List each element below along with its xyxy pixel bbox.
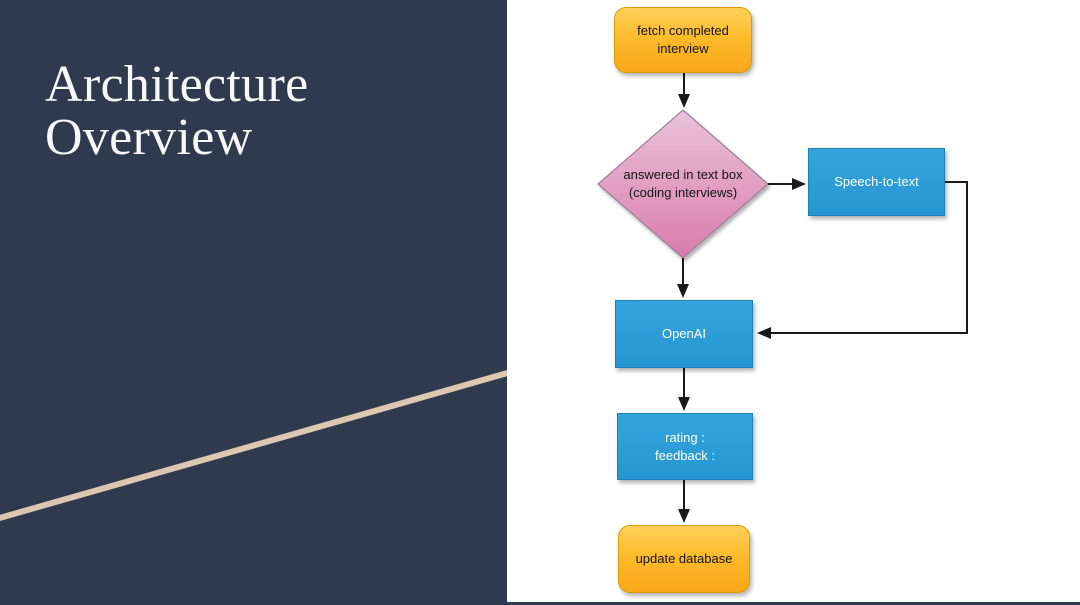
flowchart-connectors [597, 73, 968, 523]
page-title-line-2: Overview [45, 109, 253, 167]
diagonal-accent-line [0, 370, 507, 521]
flow-node-label: update database [635, 551, 733, 567]
rating-label-line-2: feedback : [655, 447, 715, 463]
decision-label-line-2: (coding interviews) [628, 185, 738, 200]
flow-node-label: Speech-to-text [834, 174, 919, 190]
flowchart-area: fetch completed interview answered in te… [507, 0, 1080, 605]
flow-node-openai: OpenAI [615, 300, 753, 368]
page-title: Architecture Overview [45, 58, 308, 164]
flow-node-speech-to-text: Speech-to-text [808, 148, 945, 216]
left-panel: Architecture Overview [0, 0, 507, 605]
flow-node-decision-label: answered in text box (coding interviews) [598, 110, 768, 258]
flow-node-update-database: update database [618, 525, 750, 593]
decision-label-line-1: answered in text box [623, 167, 743, 183]
bottom-edge-strip [0, 602, 1080, 605]
flow-node-label: OpenAI [661, 326, 707, 342]
rating-label-line-1: rating : [665, 429, 705, 445]
accent-graphic [0, 370, 507, 521]
flow-node-fetch-completed-interview: fetch completed interview [614, 7, 752, 73]
page-title-line-1: Architecture [45, 56, 309, 113]
flow-node-label: fetch completed interview [637, 23, 729, 56]
connector-speech-to-openai [757, 181, 968, 339]
flow-node-rating-feedback: rating : feedback : [617, 413, 753, 480]
